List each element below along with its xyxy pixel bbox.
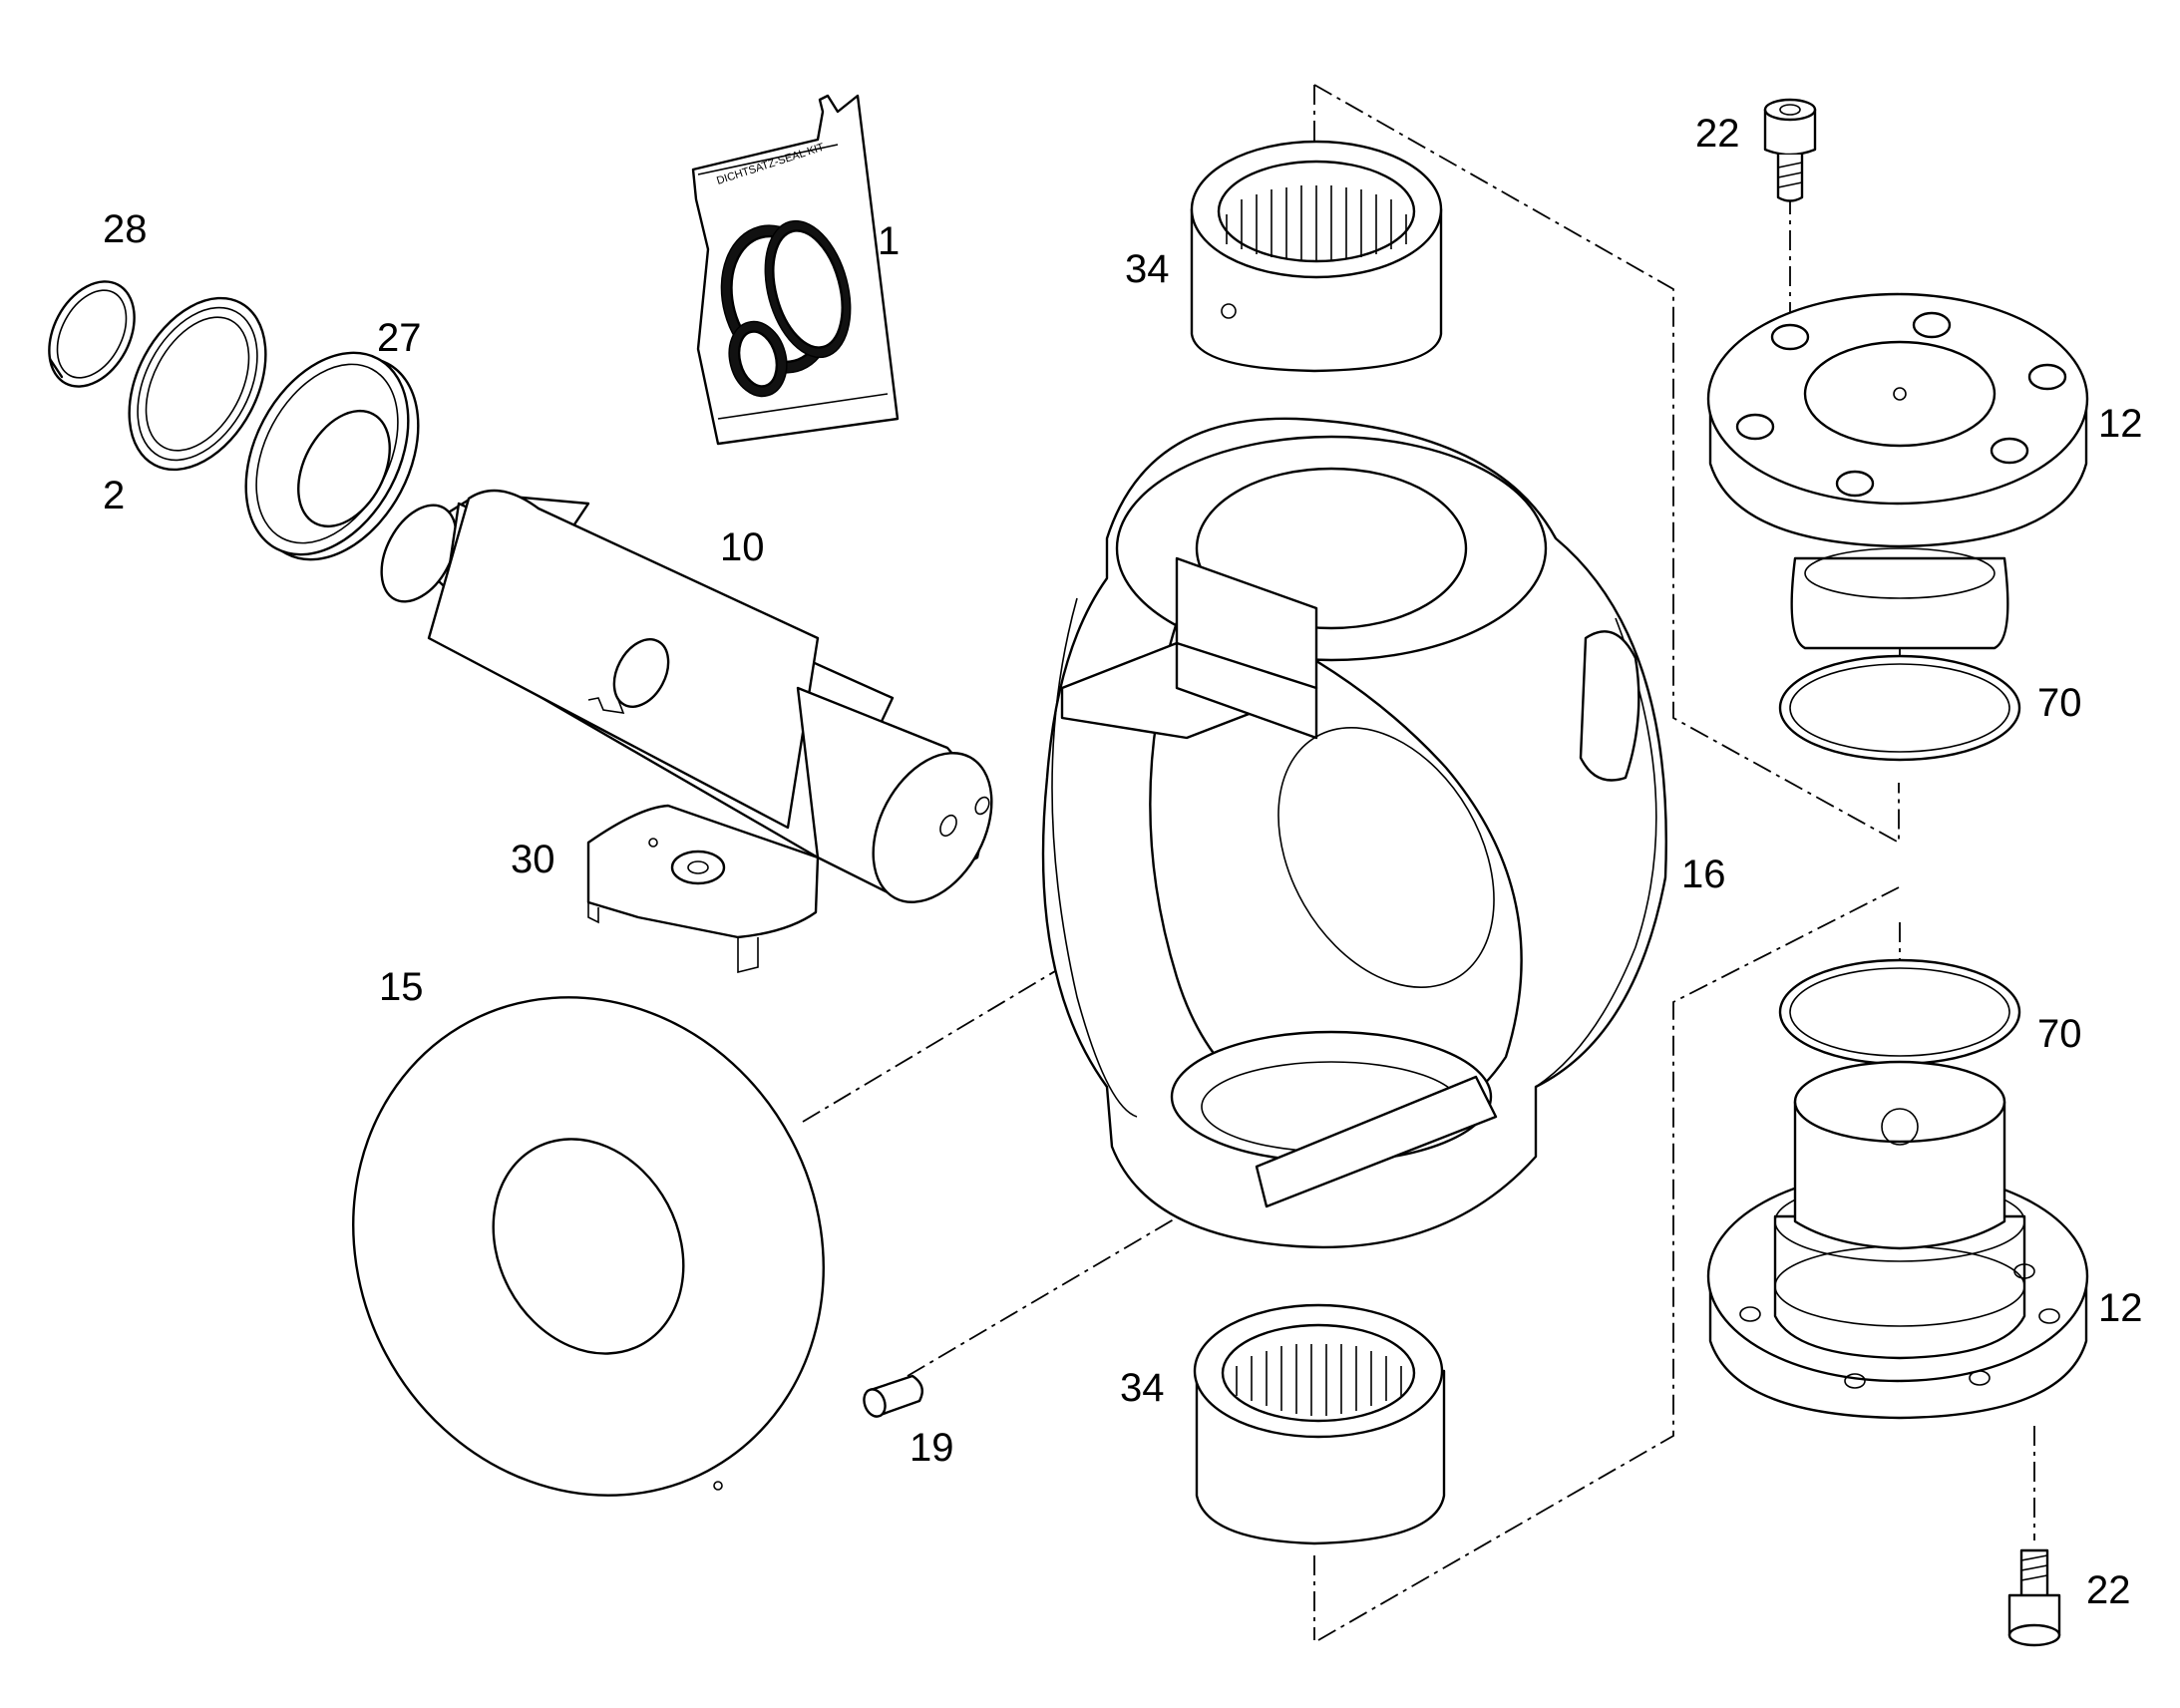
callout-34-top: 34 [1125,247,1170,291]
o-ring-bottom-part-70 [1778,958,2021,1066]
seal-kit-bag-part-1: DICHTSATZ-SEAL KIT [691,94,900,446]
callout-15: 15 [379,965,424,1009]
pin-part-19 [863,1374,923,1418]
callout-2: 2 [103,474,125,517]
callout-12-top: 12 [2098,402,2143,446]
o-ring-top-part-70 [1778,654,2021,762]
flange-bottom-part-12 [1706,1060,2089,1420]
bearing-top-part-34 [1190,140,1443,373]
ring-part-2 [128,296,267,472]
callout-labels: 28 2 27 1 10 30 15 19 34 34 16 22 12 70 … [103,112,2143,1612]
shaft-part-10 [380,489,993,903]
housing-part-16 [1041,417,1667,1249]
callout-1: 1 [878,219,900,263]
callout-30: 30 [511,838,555,881]
callout-28: 28 [103,207,148,251]
callout-10: 10 [720,525,765,569]
callout-70-top: 70 [2037,681,2082,725]
callout-34-bottom: 34 [1120,1366,1165,1410]
snap-ring-part-28 [48,280,136,388]
callout-12-bottom: 12 [2098,1286,2143,1330]
bearing-bottom-part-34 [1193,1303,1446,1545]
screw-bottom-part-22 [2007,1548,2061,1647]
seal-rings-in-bag [720,219,852,398]
callout-22-top: 22 [1695,112,1740,156]
flange-top-part-12 [1706,292,2089,650]
callout-70-bottom: 70 [2037,1012,2082,1056]
callout-19: 19 [909,1426,954,1470]
callout-27: 27 [377,316,422,360]
callout-22-bottom: 22 [2086,1568,2131,1612]
callout-16: 16 [1681,853,1726,896]
disc-part-15 [352,996,825,1497]
screw-top-part-22 [1763,98,1817,202]
bracket-part-30 [586,804,820,974]
seal-part-27 [244,351,420,561]
